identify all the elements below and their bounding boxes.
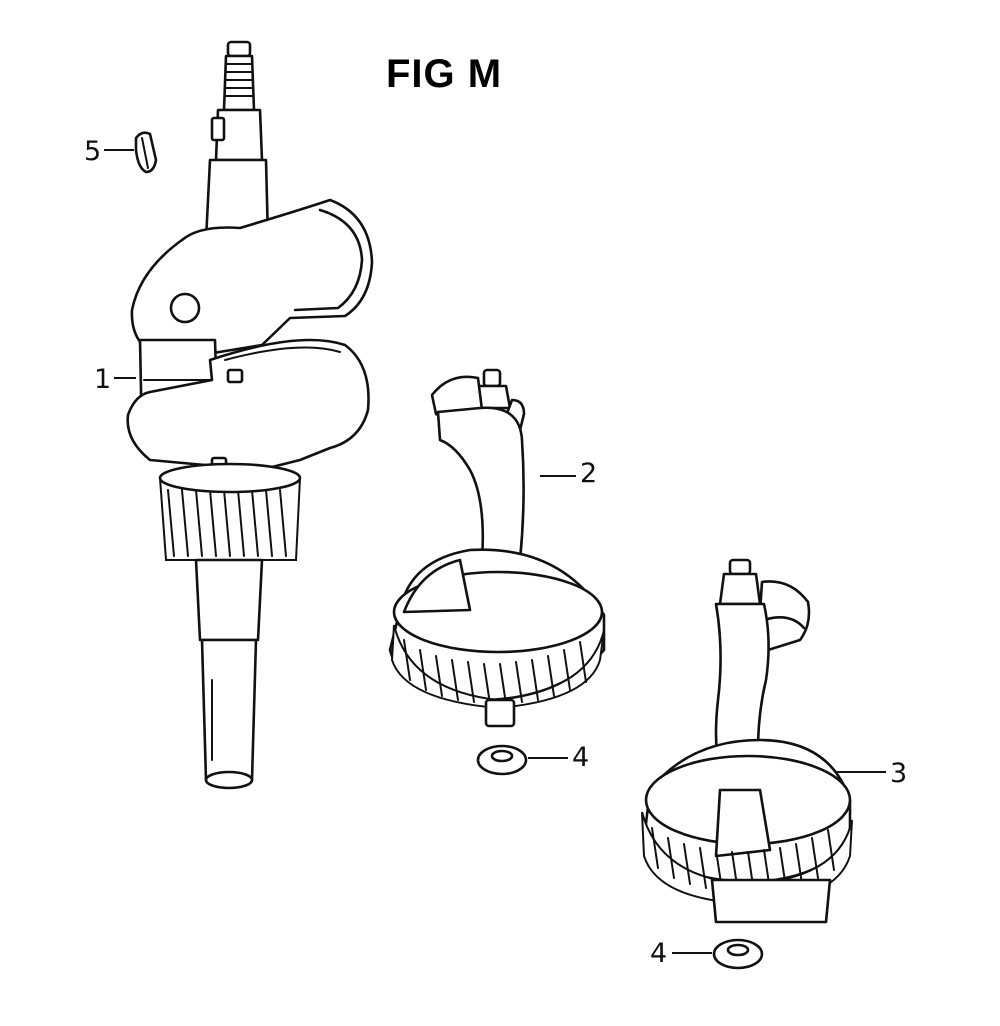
callout-4-lower: 4 [650,938,668,969]
camshaft-part-2 [388,368,606,728]
crankshaft-part-1 [126,40,374,790]
figure-title: FIG M [386,52,503,96]
callout-2: 2 [580,458,598,489]
leader-lines [104,149,886,954]
washer-part-4-upper [476,744,528,776]
key-part-5 [134,131,158,174]
callout-1: 1 [94,364,112,395]
washer-part-4-lower [712,938,764,970]
callout-4-upper: 4 [572,742,590,773]
callout-3: 3 [890,758,908,789]
governor-camshaft-part-3 [641,558,853,924]
callout-5: 5 [84,136,102,167]
